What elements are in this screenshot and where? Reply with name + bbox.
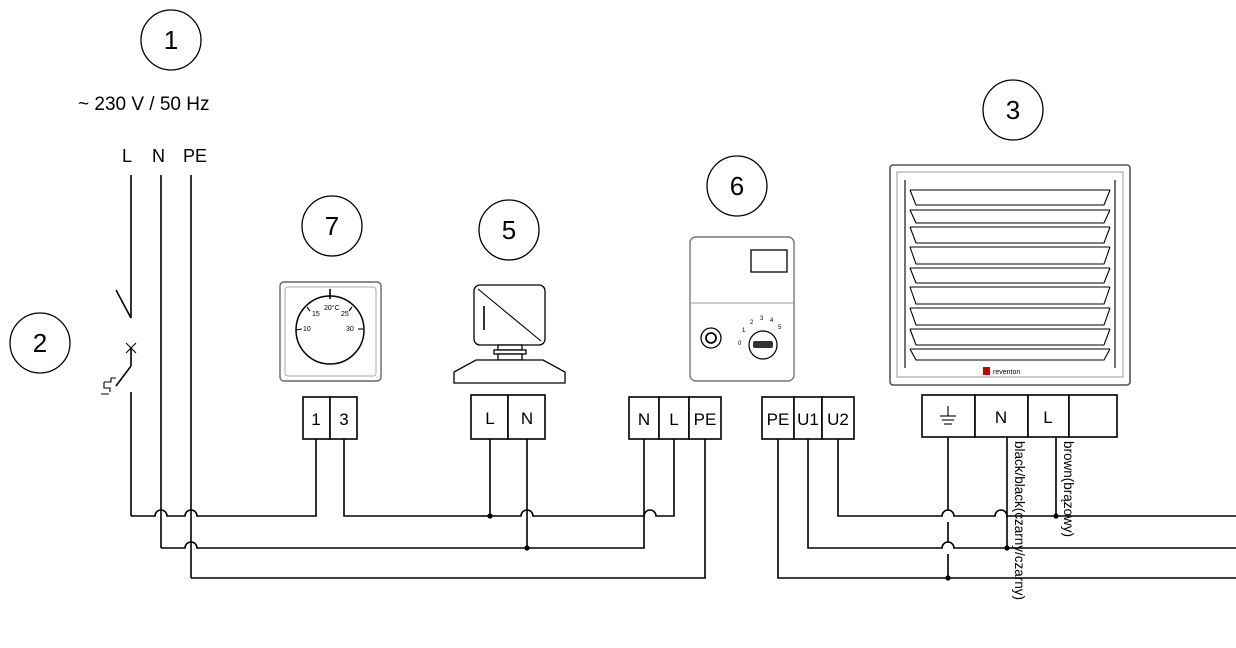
terminal-heater-n: N (995, 408, 1007, 427)
terminal-controller-out-pe: PE (767, 410, 790, 429)
controller-scale-2: 2 (750, 320, 754, 326)
thermostat-scale-15: 15 (312, 311, 320, 318)
terminal-controller-in-pe: PE (694, 410, 717, 429)
terminal-thermostat-3: 3 (339, 410, 348, 429)
terminal-controller-out-u2: U2 (827, 410, 849, 429)
wire-label-brown: brown(brązowy) (1061, 441, 1076, 537)
junction-dot (1004, 545, 1010, 551)
controller-scale-3: 3 (760, 316, 764, 322)
brand-label: reventon (993, 369, 1020, 376)
controller-scale-1: 1 (742, 328, 746, 334)
thermostat-scale-10: 10 (303, 326, 311, 333)
conductor-label-pe: PE (183, 146, 207, 166)
terminal-block-controller-input: N L PE (628, 396, 722, 440)
terminal-block-controller-output: PE U1 U2 (761, 396, 855, 440)
callout-1-number: 1 (164, 25, 178, 55)
callout-2-number: 2 (33, 328, 47, 358)
terminal-thermostat-1: 1 (311, 410, 320, 429)
controller-scale-0: 0 (738, 341, 742, 347)
terminal-block-heater: N L (921, 394, 1118, 438)
thermostat-scale-20: 20°C (324, 304, 340, 312)
main-switch-symbol (101, 175, 137, 516)
conductor-label-n: N (152, 146, 165, 166)
supply-voltage-label: ~ 230 V / 50 Hz (78, 94, 210, 115)
junction-dot (945, 575, 951, 581)
left-bus-wiring (131, 439, 706, 579)
terminal-actuator-l: L (485, 409, 494, 428)
thermostat-scale-25: 25 (341, 311, 349, 318)
callout-6-number: 6 (730, 171, 744, 201)
callout-6: 6 (706, 155, 768, 217)
reventon-logo: reventon (983, 367, 1020, 376)
terminal-actuator-n: N (521, 409, 533, 428)
conductor-label-l: L (122, 146, 132, 166)
right-output-wiring (777, 437, 1236, 579)
callout-3: 3 (982, 79, 1044, 141)
controller-scale-4: 4 (770, 318, 774, 324)
callout-2: 2 (9, 312, 71, 374)
speed-controller: 0 1 2 3 4 5 (689, 236, 795, 382)
earth-symbol-icon (940, 406, 956, 425)
callout-7-number: 7 (325, 211, 339, 241)
heater-louvres (904, 180, 1116, 368)
terminal-heater-l: L (1043, 408, 1052, 427)
wire-label-black: black/black(czarny/czarny) (1012, 441, 1027, 600)
terminal-controller-out-u1: U1 (797, 410, 819, 429)
junction-dot (524, 545, 530, 551)
valve-actuator (453, 284, 566, 384)
controller-scale-5: 5 (778, 325, 782, 331)
callout-1: 1 (140, 9, 202, 71)
callout-5-number: 5 (502, 215, 516, 245)
terminal-controller-in-l: L (669, 410, 678, 429)
callout-7: 7 (301, 195, 363, 257)
junction-dot (1053, 513, 1059, 519)
terminal-controller-in-n: N (638, 410, 650, 429)
terminal-block-actuator: L N (470, 394, 546, 440)
junction-dot (487, 513, 493, 519)
room-thermostat: 10 15 20°C 25 30 (279, 281, 382, 382)
thermostat-scale-30: 30 (346, 326, 354, 333)
terminal-block-thermostat: 1 3 (302, 396, 358, 440)
air-heater-unit: reventon (889, 164, 1131, 386)
callout-5: 5 (478, 199, 540, 261)
callout-3-number: 3 (1006, 95, 1020, 125)
